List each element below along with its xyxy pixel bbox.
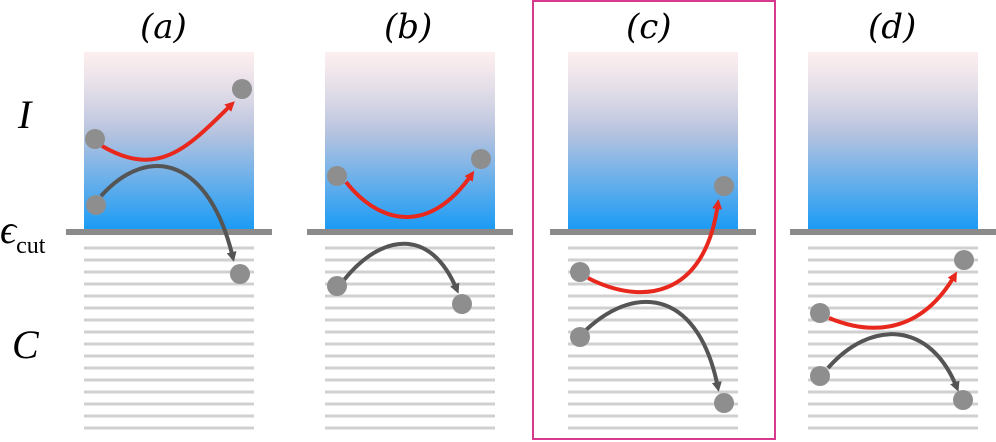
panel-b-label: (b) [384,7,432,47]
panel-c-particle [570,327,590,347]
panel-a-upper-region [84,52,254,230]
panel-a-particle [232,79,252,99]
panel-b-upper-region [325,52,495,230]
panel-b-particle [471,149,491,169]
panel-a-level-lines [84,246,254,430]
panel-d: (d) [790,7,996,430]
panel-a-dark-arrow [99,164,237,262]
panel-c-particle [714,393,734,413]
cut-subscript: cut [16,233,46,259]
lower-region-label: C [12,322,40,367]
panel-d-upper-region [808,52,978,230]
panel-c: (c) [532,0,776,440]
panel-c-highlight-box [532,0,776,440]
panel-d-level-lines [808,246,978,430]
upper-region-label: I [17,92,33,137]
panel-d-particle [810,366,830,386]
panel-c-particle [570,262,590,282]
panel-d-label: (d) [868,7,916,47]
panel-c-level-lines [568,246,738,430]
panel-b-particle [327,276,347,296]
panel-c-upper-region [568,52,738,230]
panel-d-dark-arrow [826,332,960,392]
panel-b-particle [452,294,472,314]
panel-c-particle [714,176,734,196]
panel-c-dark-arrow [584,299,722,392]
panel-d-particle [953,390,973,410]
panel-d-red-arrow [828,271,958,330]
panel-a-particle [230,264,250,284]
panel-b-dark-arrow [342,241,460,294]
panel-a: (a) [66,7,272,430]
panel-b-red-arrow [344,170,475,219]
panel-c-label: (c) [626,7,672,47]
panel-a-particle [86,195,106,215]
panel-b: (b) [307,7,513,430]
panel-a-label: (a) [140,7,187,47]
panel-c-red-arrow [587,199,723,295]
panel-d-particle [810,303,830,323]
panel-a-red-arrow [100,101,235,162]
panel-b-level-lines [325,246,495,430]
panel-d-particle [954,250,974,270]
cut-symbol: ϵ [0,207,18,252]
cut-energy-label: ϵcut [0,207,46,259]
panel-a-particle [85,129,105,149]
panel-b-particle [327,166,347,186]
